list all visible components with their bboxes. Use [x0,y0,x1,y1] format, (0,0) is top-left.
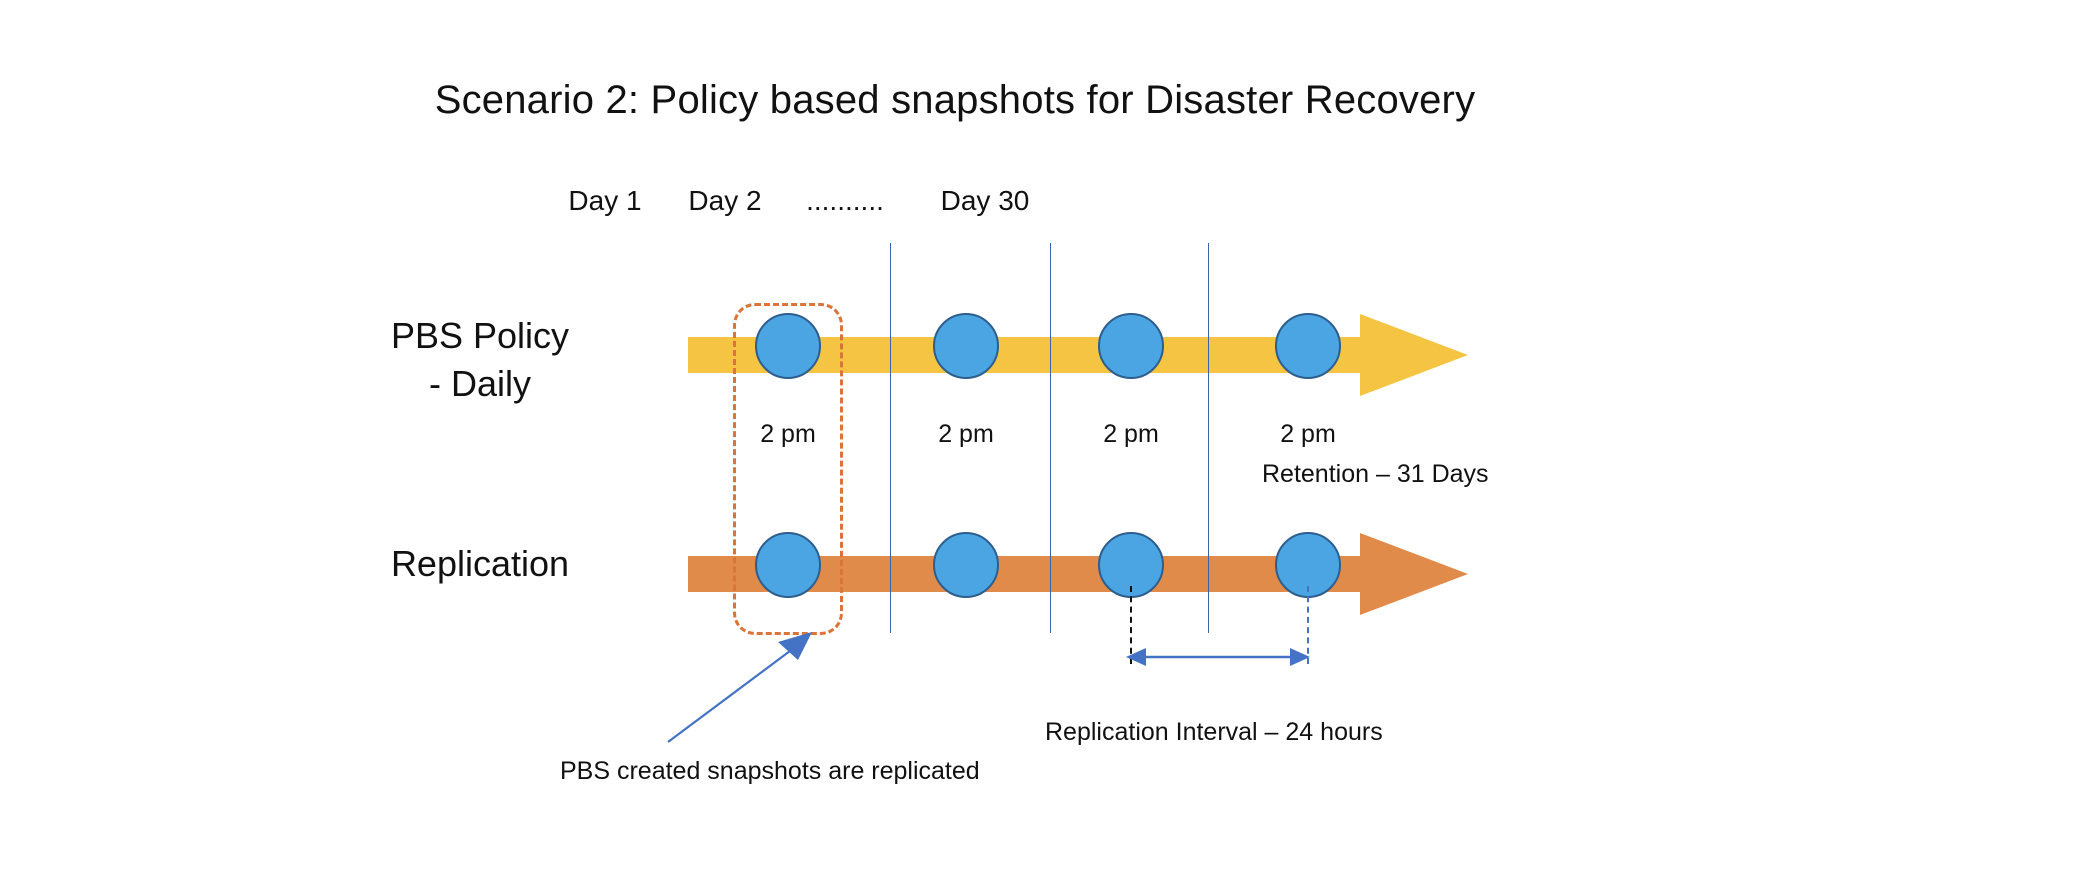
snapshot-circle-pbs-day2[interactable] [933,313,999,379]
time-label-day1: 2 pm [760,420,816,448]
snapshot-pair-highlight-box [733,303,843,635]
snapshot-circle-pbs-dayn[interactable] [1098,313,1164,379]
snapshot-circle-pbs-day30[interactable] [1275,313,1341,379]
day-separator-3 [1208,243,1209,633]
day-separator-2 [1050,243,1051,633]
page-title: Scenario 2: Policy based snapshots for D… [434,78,1476,122]
retention-note: Retention – 31 Days [1262,460,1489,488]
callout-caption: PBS created snapshots are replicated [560,757,980,785]
interval-tick-left [1130,586,1132,664]
day-header-30: Day 30 [940,185,1030,216]
snapshot-circle-replication-day2[interactable] [933,532,999,598]
snapshot-circle-replication-day1[interactable] [755,532,821,598]
replication-interval-note: Replication Interval – 24 hours [1045,718,1383,746]
day-header-2: Day 2 [688,185,762,216]
replication-timeline-arrow-shape [688,533,1468,615]
time-label-dayn: 2 pm [1103,420,1159,448]
row-label-replication-line1: Replication [390,543,570,584]
row-label-replication: Replication [330,540,630,588]
row-label-pbs-line1: PBS Policy [390,315,570,356]
time-label-day30: 2 pm [1280,420,1336,448]
interval-tick-right [1307,586,1309,664]
pbs-policy-timeline-arrow [688,310,1468,400]
row-label-pbs-policy: PBS Policy - Daily [330,312,630,407]
day-header-ellipsis: .......... [806,185,884,216]
row-label-pbs-line2: - Daily [428,362,531,404]
day-header-1: Day 1 [568,185,642,216]
time-label-day2: 2 pm [938,420,994,448]
pbs-timeline-arrow-shape [688,314,1468,396]
replication-interval-measure-arrow [1118,640,1318,674]
replication-timeline-arrow [688,529,1468,619]
snapshot-circle-pbs-day1[interactable] [755,313,821,379]
callout-pointer-arrow [660,620,820,750]
day-separator-1 [890,243,891,633]
